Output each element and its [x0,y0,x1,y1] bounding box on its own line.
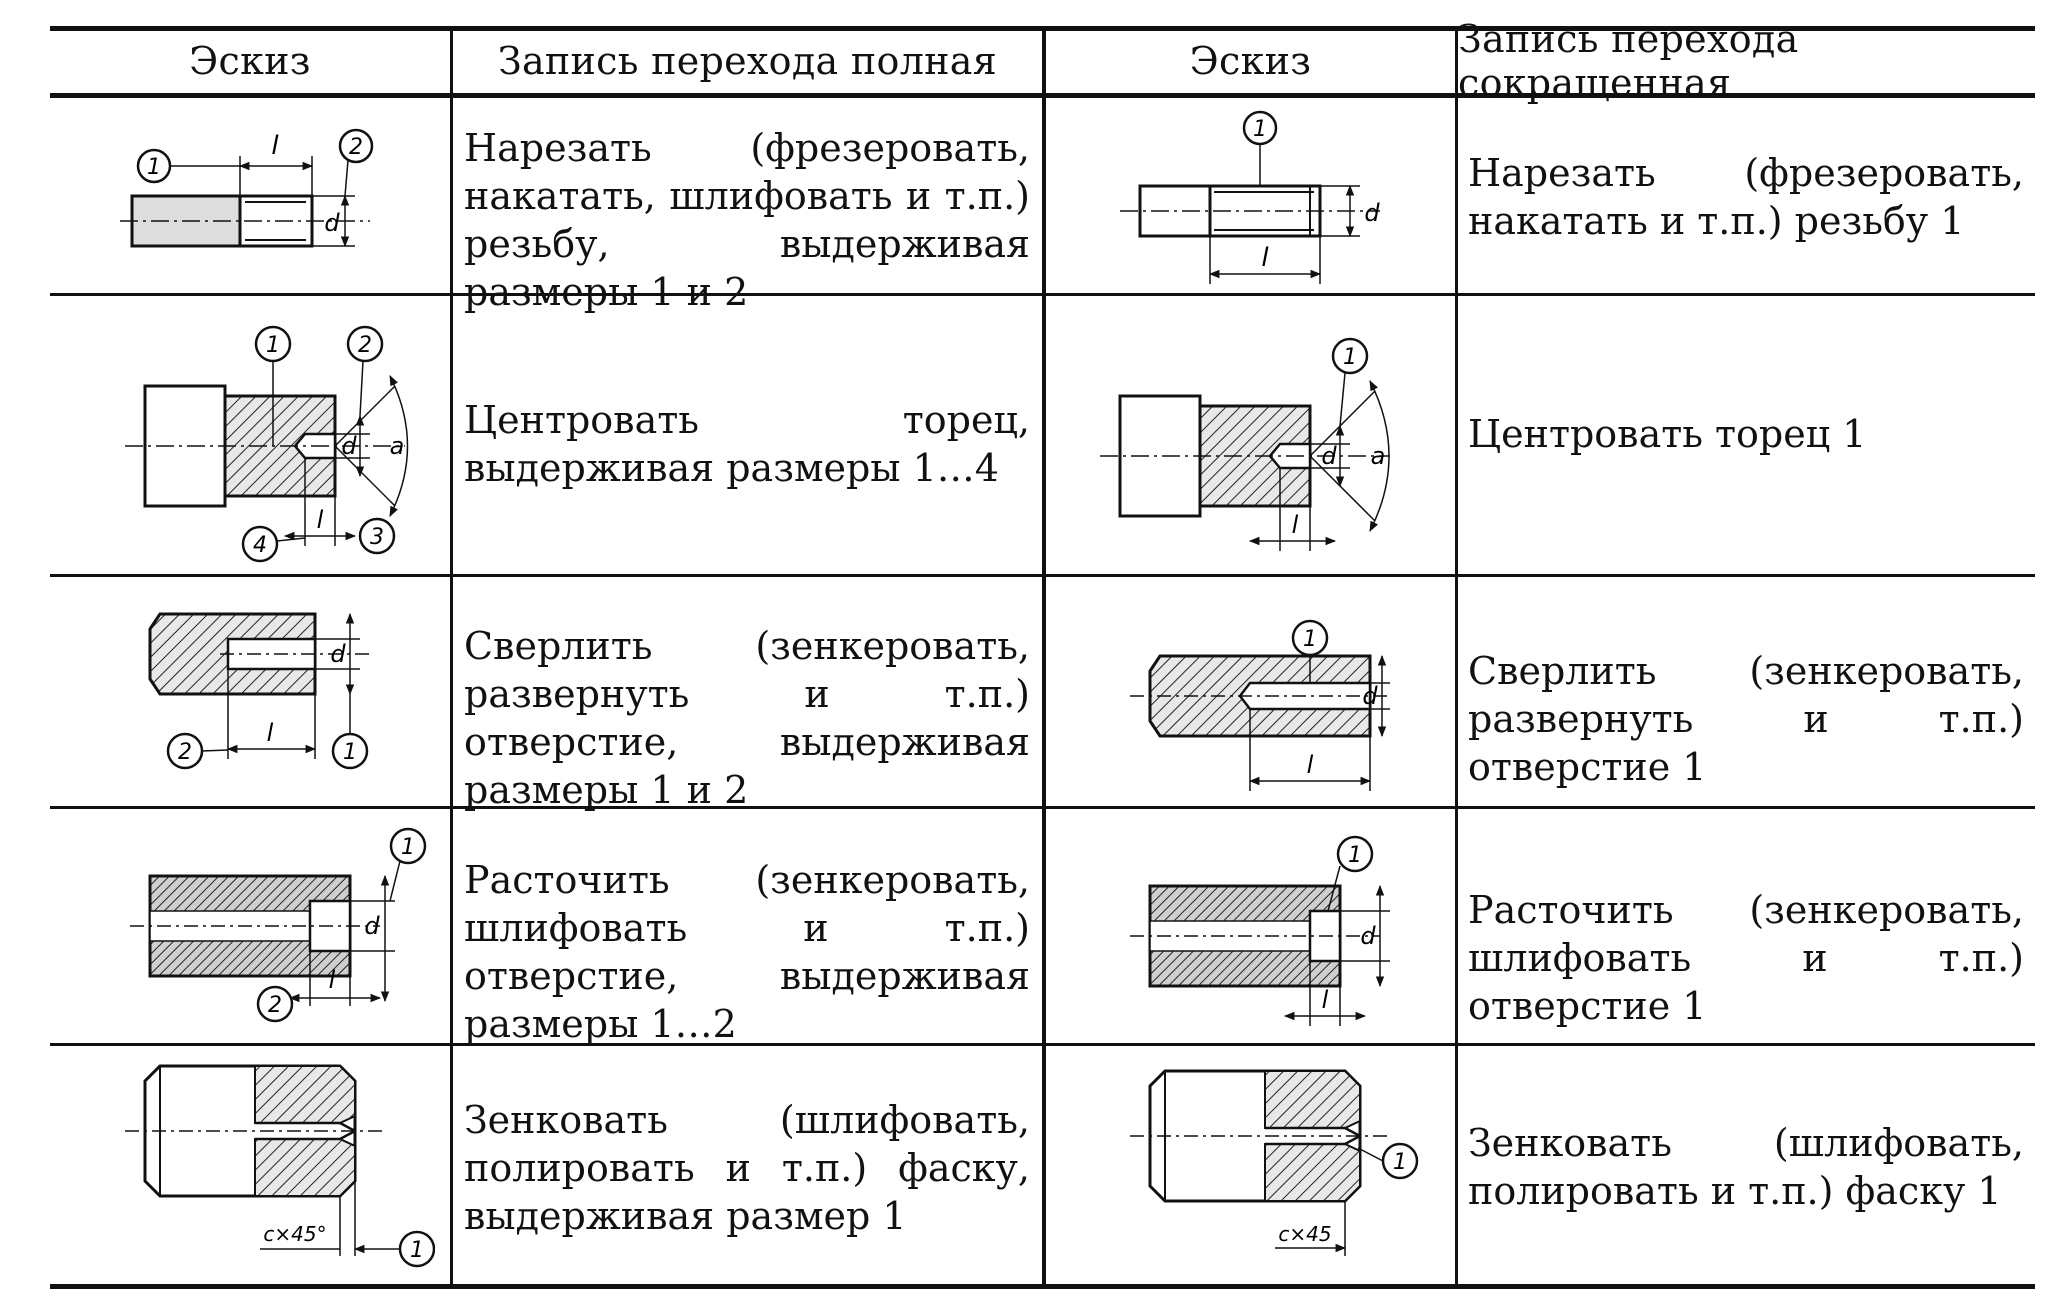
full-record-1: Нарезать (фрезеровать, накатать, шлифова… [464,126,1030,314]
dim-d: d [1360,922,1376,950]
sketch-drill-full: 2 1 l d [148,612,370,770]
dim-l: l [317,506,324,534]
full-record-2: Центровать торец, выдерживая размеры 1…4 [464,398,1030,490]
callout-1-label: 1 [1343,345,1357,370]
callout-1-label: 1 [1253,117,1267,142]
callout-1-label: 1 [1393,1150,1407,1175]
dim-d: d [324,209,340,237]
callout-1 [389,827,427,865]
dim-l: l [271,131,279,161]
dim-d: d [364,912,380,940]
callout-4 [241,525,279,563]
sketch-center-short: 1 l d a [1100,337,1390,551]
dim-a: a [390,432,405,460]
callout-1-label: 1 [147,155,161,180]
dim-l: l [329,966,336,994]
short-record-4: Расточить (зенкеровать, шлифовать и т.п.… [1468,888,2024,1028]
dim-l: l [1307,751,1314,779]
callout-1-label: 1 [410,1238,424,1263]
full-record-3: Сверлить (зенкеровать, развернуть и т.п.… [464,624,1030,812]
col-divider-main [1042,26,1046,1288]
callout-1-label: 1 [266,333,280,358]
callout-3-label: 3 [370,525,384,550]
dim-l: l [1261,243,1269,273]
short-record-3: Сверлить (зенкеровать, развернуть и т.п.… [1468,649,2024,789]
callout-1-label: 1 [1348,843,1362,868]
callout-2-label: 2 [349,135,363,160]
dim-a: a [1371,442,1386,470]
dim-d: d [341,432,357,460]
header-short-record: Запись перехода сокращенная [1458,17,1799,105]
col-divider [1455,26,1458,1288]
callout-2-label: 2 [268,993,282,1018]
callout-1 [1331,337,1369,375]
sketch-drill-short: 1 l d [1130,619,1390,791]
callout-2-label: 2 [178,740,192,765]
header-full-record: Запись перехода полная [497,39,997,83]
header-sketch-2: Эскиз [1189,39,1312,83]
dim-chamfer: c×45 [1278,1222,1331,1246]
dim-d: d [1362,682,1378,710]
callout-1 [398,1230,435,1268]
dim-d: d [1364,199,1380,227]
callout-1 [1336,835,1374,873]
callout-1-label: 1 [401,835,415,860]
callout-3 [358,517,396,555]
short-record-1: Нарезать (фрезеровать, накатать и т.п.) … [1468,151,2024,243]
sketch-chamfer-short: c×45 1 [1130,1069,1419,1256]
dim-d: d [1321,442,1337,470]
dim-chamfer: c×45° [263,1222,326,1246]
dim-l: l [1292,511,1299,539]
full-record-4: Расточить (зенкеровать, шлифовать и т.п.… [464,858,1030,1046]
sketch-bore-full: 1 2 l d [130,827,427,1023]
col-divider [450,26,453,1288]
operations-table: Эскиз Запись перехода полная Эскиз Запис… [50,17,2035,1289]
sketch-thread-full: 1 2 l d [120,128,374,248]
callout-2 [256,985,294,1023]
sketch-chamfer-full: c×45° 1 [125,1064,435,1268]
callout-4-label: 4 [253,533,267,558]
dim-d: d [330,640,346,668]
short-record-5: Зенковать (шлифовать, полировать и т.п.)… [1468,1121,2024,1213]
callout-2 [346,325,384,363]
full-record-5: Зенковать (шлифовать, полировать и т.п.)… [464,1098,1030,1238]
dim-l: l [1322,986,1329,1014]
sketch-bore-short: 1 l d [1130,835,1390,1026]
callout-2 [338,128,374,164]
callout-2-label: 2 [358,333,372,358]
callout-1-label: 1 [343,740,357,765]
header-sketch-1: Эскиз [189,39,311,83]
short-record-2: Центровать торец 1 [1468,412,1867,456]
sketch-center-full: 1 2 3 4 l d a [125,325,409,563]
callout-1-label: 1 [1303,627,1317,652]
dim-l: l [267,719,274,747]
sketch-thread-short: 1 l d [1120,110,1380,284]
